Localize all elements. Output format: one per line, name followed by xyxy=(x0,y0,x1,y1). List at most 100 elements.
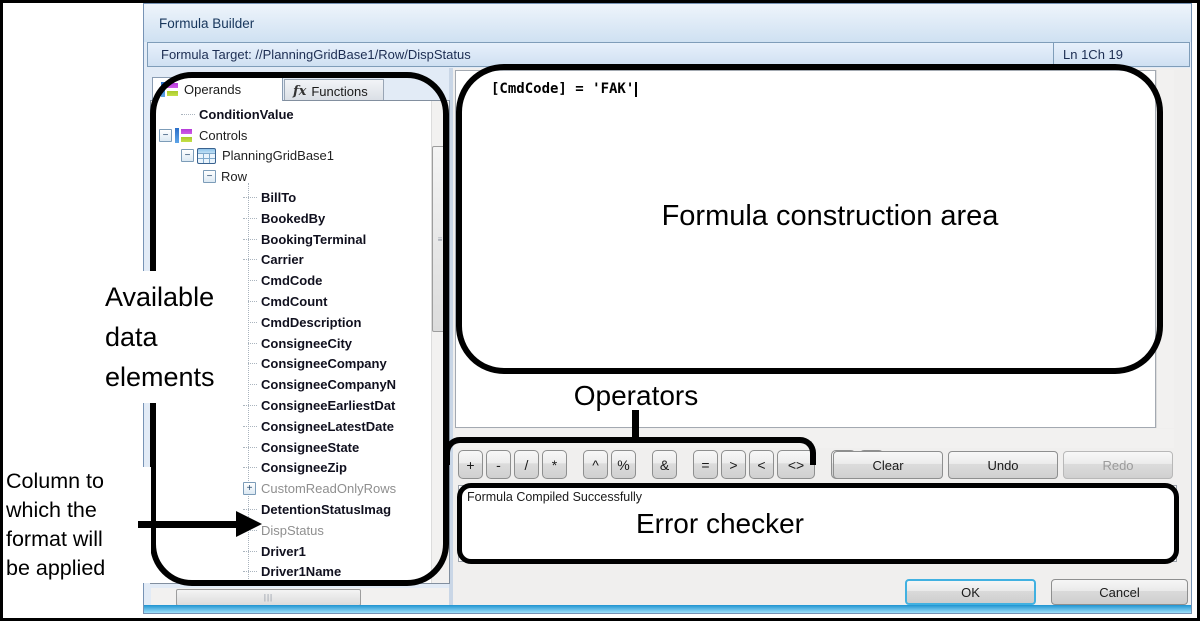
tree-item-label: Row xyxy=(221,169,248,185)
operator-button[interactable]: * xyxy=(542,450,567,479)
tree-item[interactable]: CmdCode xyxy=(151,270,429,291)
edit-button[interactable]: Clear xyxy=(833,451,943,479)
tree-item[interactable]: DetentionStatusImag xyxy=(151,499,429,520)
tree-item-label: ConsigneeState xyxy=(261,439,360,455)
tree-item-label: BookingTerminal xyxy=(261,231,367,247)
tree-stub-line xyxy=(243,342,257,344)
tree-stub-line xyxy=(243,321,257,323)
tree-stub-line xyxy=(181,113,195,115)
tree-item[interactable]: CmdDescription xyxy=(151,312,429,333)
tree-item-label: ConsigneeZip xyxy=(261,460,347,476)
tab-functions[interactable]: fx Functions xyxy=(284,79,384,103)
operator-button[interactable]: / xyxy=(514,450,539,479)
tree-item-label: CmdCode xyxy=(261,273,323,289)
tree-stub-line xyxy=(243,363,257,365)
formula-target-bar xyxy=(147,42,1190,67)
tree-item[interactable]: − Controls xyxy=(151,125,429,146)
edit-button-group: Clear Undo Redo xyxy=(833,451,1178,479)
edit-button[interactable]: Undo xyxy=(948,451,1058,479)
tree-item[interactable]: ConsigneeCity xyxy=(151,333,429,354)
tree-item-label: BillTo xyxy=(261,190,297,206)
tree-stub-line xyxy=(243,550,257,552)
tree-item[interactable]: Driver1 xyxy=(151,541,429,562)
operands-tree-panel: ConditionValue − Controls − PlanningGrid… xyxy=(150,100,450,584)
tree-item[interactable]: ConsigneeCompany xyxy=(151,354,429,375)
tree-item[interactable]: BookedBy xyxy=(151,208,429,229)
tree-stub-line xyxy=(243,405,257,407)
tree-item[interactable]: Driver1Name xyxy=(151,562,429,583)
dialog-titlebar xyxy=(144,4,1191,42)
operator-button[interactable]: <> xyxy=(777,450,815,479)
tree-item[interactable]: Carrier xyxy=(151,250,429,271)
formula-horizontal-scrollbar[interactable] xyxy=(455,429,1174,448)
tree-item-label: Driver1Name xyxy=(261,564,342,580)
operator-button[interactable]: & xyxy=(652,450,677,479)
tree-stub-line xyxy=(243,529,257,531)
operator-toolbar: + - / * ^ % & = > < <> ( ) xyxy=(458,450,887,479)
tree-item[interactable]: CmdCount xyxy=(151,291,429,312)
panel-splitter[interactable] xyxy=(449,68,453,606)
operator-button[interactable]: < xyxy=(749,450,774,479)
tree-item[interactable]: ConsigneeCompanyN xyxy=(151,374,429,395)
tree-item[interactable]: BillTo xyxy=(151,187,429,208)
tree-item[interactable]: − Row xyxy=(151,166,429,187)
tree-item[interactable]: BookingTerminal xyxy=(151,229,429,250)
tree-item-label: CustomReadOnlyRows xyxy=(261,481,397,497)
cancel-button[interactable]: Cancel xyxy=(1051,579,1188,605)
cursor-position-box xyxy=(1053,43,1189,66)
tab-functions-label: Functions xyxy=(311,83,368,99)
dialog-bottom-border xyxy=(144,605,1191,613)
tree-item-label: Driver1 xyxy=(261,543,306,559)
formula-editor[interactable]: [CmdCode] = 'FAK' xyxy=(455,70,1156,428)
tree-item-label: ConsigneeCity xyxy=(261,335,353,351)
tree-item-label: BookedBy xyxy=(261,210,326,226)
edit-button[interactable]: Redo xyxy=(1063,451,1173,479)
tree-item[interactable]: DispStatus xyxy=(151,520,429,541)
formula-vertical-scrollbar[interactable] xyxy=(1156,70,1174,428)
tree-item-label: ConditionValue xyxy=(199,106,294,122)
tree-hscrollbar-thumb[interactable]: ||| xyxy=(176,589,361,606)
tree-item-icon xyxy=(175,127,193,143)
tree-item-label: ConsigneeCompany xyxy=(261,356,387,372)
tree-scrollbar-thumb[interactable]: ≡ xyxy=(432,146,449,332)
tree-expander-icon[interactable]: − xyxy=(203,170,216,184)
formula-text: [CmdCode] = 'FAK' xyxy=(491,81,637,97)
tree-item[interactable]: − PlanningGridBase1 xyxy=(151,146,429,167)
tree-expander-icon[interactable]: − xyxy=(159,128,172,142)
annotation-column-note: Column to which the format will be appli… xyxy=(6,467,151,583)
text-caret xyxy=(635,82,637,97)
tree-expander-icon[interactable]: + xyxy=(243,482,256,496)
tree-item-label: PlanningGridBase1 xyxy=(222,148,335,164)
tab-operands-label: Operands xyxy=(184,82,242,97)
tree-item[interactable]: ConsigneeZip xyxy=(151,458,429,479)
tree-expander-icon[interactable]: − xyxy=(181,149,194,163)
operator-button[interactable]: = xyxy=(693,450,718,479)
tree-item-label: ConsigneeCompanyN xyxy=(261,377,397,393)
tree-item[interactable]: ConditionValue xyxy=(151,104,429,125)
tree-stub-line xyxy=(243,280,257,282)
tree-item-label: CmdCount xyxy=(261,294,328,310)
tab-operands[interactable]: Operands xyxy=(152,77,283,101)
tree-item[interactable]: ConsigneeEarliestDat xyxy=(151,395,429,416)
tree-item-icon xyxy=(197,147,216,164)
tree-item[interactable]: + CustomReadOnlyRows xyxy=(151,478,429,499)
operator-button[interactable]: > xyxy=(721,450,746,479)
operator-button[interactable]: + xyxy=(458,450,483,479)
tree-item[interactable]: ConsigneeState xyxy=(151,437,429,458)
ok-button[interactable]: OK xyxy=(905,579,1036,605)
operands-tree: ConditionValue − Controls − PlanningGrid… xyxy=(151,104,429,582)
tree-stub-line xyxy=(243,446,257,448)
formula-target-label: Formula Target: //PlanningGridBase1/Row/… xyxy=(161,47,471,62)
operator-button[interactable]: - xyxy=(486,450,511,479)
operator-button[interactable]: ^ xyxy=(583,450,608,479)
tree-stub-line xyxy=(243,259,257,261)
tree-stub-line xyxy=(243,509,257,511)
tree-item-label: Controls xyxy=(199,127,248,143)
operator-button[interactable]: % xyxy=(611,450,636,479)
tree-stub-line xyxy=(243,571,257,573)
tree-stub-line xyxy=(243,238,257,240)
error-checker-panel: Formula Compiled Successfully xyxy=(458,485,1177,562)
tree-item[interactable]: ConsigneeLatestDate xyxy=(151,416,429,437)
tree-item-label: Carrier xyxy=(261,252,304,268)
